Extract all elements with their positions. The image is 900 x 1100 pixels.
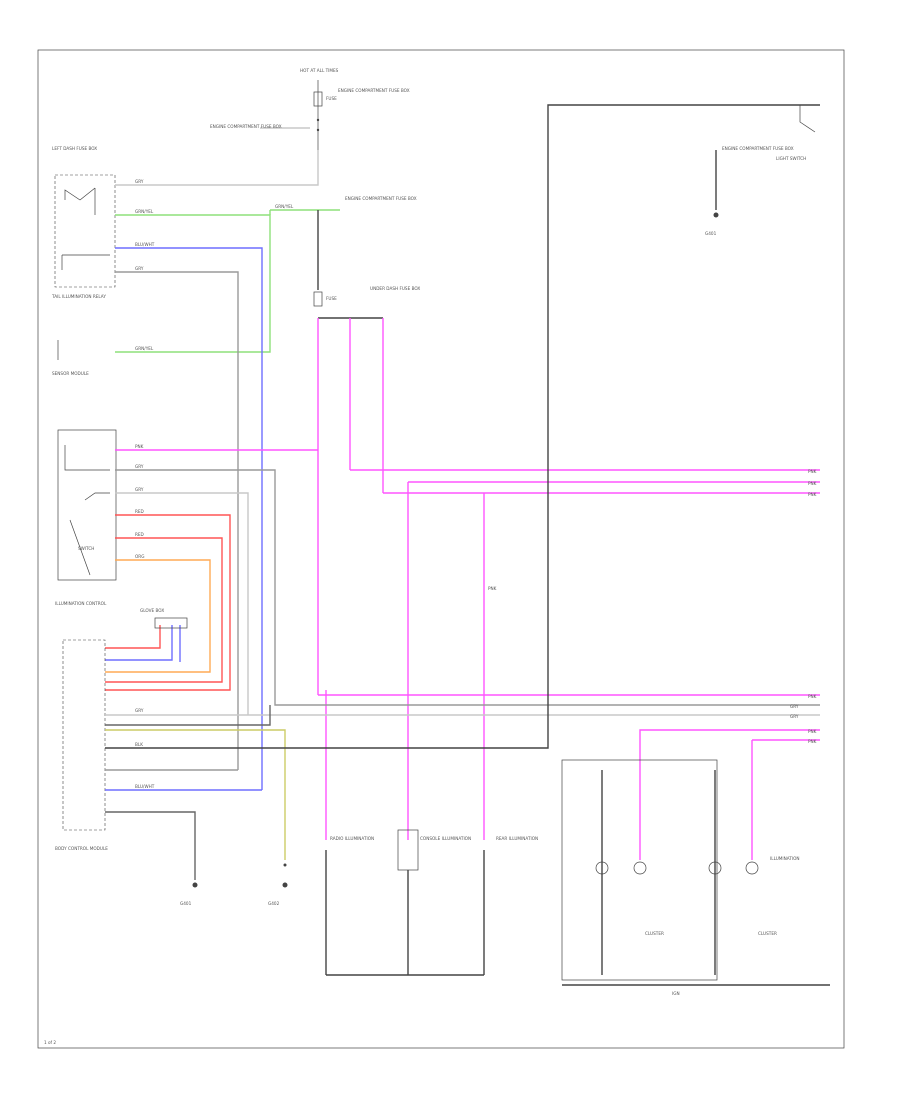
svg-text:BLU/WHT: BLU/WHT <box>135 784 155 789</box>
label-engine-fuse-box: ENGINE COMPARTMENT FUSE BOX <box>338 88 410 93</box>
top-fuse-block: HOT AT ALL TIMES FUSE ENGINE COMPARTMENT… <box>210 68 410 150</box>
right-connectors: PNK PNK PNK PNK GRY GRY PNK PNK <box>790 469 817 744</box>
lamp-radio: RADIO ILLUMINATION <box>325 836 374 975</box>
illumination-control-block: SWITCH ILLUMINATION CONTROL <box>55 429 117 606</box>
svg-text:ENGINE COMPARTMENT FUSE BOX: ENGINE COMPARTMENT FUSE BOX <box>210 124 282 129</box>
ground-left-2: G402 <box>268 863 288 906</box>
svg-text:ORG: ORG <box>135 554 144 559</box>
wire-pink-group: PNK PNK <box>115 318 820 860</box>
svg-text:GRN/YEL: GRN/YEL <box>275 204 294 209</box>
sheet-label: 1 of 2 <box>44 1040 56 1045</box>
label-switch: SWITCH <box>78 546 94 551</box>
svg-text:PNK: PNK <box>808 492 817 497</box>
wire-blue-group: BLU/WHT <box>115 242 263 790</box>
svg-text:GRY: GRY <box>135 266 144 271</box>
under-dash-fuse: ENGINE COMPARTMENT FUSE BOX FUSE UNDER D… <box>313 196 420 319</box>
svg-text:CLUSTER: CLUSTER <box>645 931 664 936</box>
svg-text:BLK: BLK <box>135 742 143 747</box>
svg-text:G402: G402 <box>268 901 280 906</box>
svg-text:BLU/WHT: BLU/WHT <box>135 242 155 247</box>
bcm-block: BODY CONTROL MODULE GRY BLK BLU/WHT <box>55 104 820 880</box>
svg-text:IGN: IGN <box>672 991 680 996</box>
svg-text:RADIO ILLUMINATION: RADIO ILLUMINATION <box>330 836 374 841</box>
svg-text:GRY: GRY <box>135 487 144 492</box>
svg-text:GRY: GRY <box>790 714 799 719</box>
svg-text:G401: G401 <box>705 231 717 236</box>
svg-text:GRY: GRY <box>135 708 144 713</box>
svg-text:CONSOLE ILLUMINATION: CONSOLE ILLUMINATION <box>420 836 471 841</box>
svg-text:GRY: GRY <box>135 179 144 184</box>
label-bcm: BODY CONTROL MODULE <box>55 846 108 851</box>
svg-text:PNK: PNK <box>135 444 144 449</box>
svg-text:ILLUMINATION: ILLUMINATION <box>770 856 800 861</box>
svg-text:FUSE: FUSE <box>326 296 337 301</box>
svg-text:CLUSTER: CLUSTER <box>758 931 777 936</box>
svg-text:G401: G401 <box>180 901 192 906</box>
small-connector: GLOVE BOX <box>105 608 188 662</box>
lamp-rear: REAR ILLUMINATION <box>483 836 538 975</box>
label-tail-relay: TAIL ILLUMINATION RELAY <box>51 294 106 299</box>
svg-text:PNK: PNK <box>808 739 817 744</box>
label-left-dash-fuse-box: LEFT DASH FUSE BOX <box>52 146 97 151</box>
diagram-frame <box>37 49 845 1049</box>
label-hot-at-all-times: HOT AT ALL TIMES <box>300 68 339 73</box>
svg-text:REAR ILLUMINATION: REAR ILLUMINATION <box>496 836 538 841</box>
svg-text:RED: RED <box>135 532 144 537</box>
svg-text:GLOVE BOX: GLOVE BOX <box>140 608 164 613</box>
light-switch-block: LIGHT SWITCH ENGINE COMPARTMENT FUSE BOX… <box>705 104 820 236</box>
label-under-dash-fuse: UNDER DASH FUSE BOX <box>370 286 420 291</box>
label-fuse-top: FUSE <box>326 96 337 101</box>
sensor-block: SENSOR MODULE <box>52 340 89 376</box>
svg-text:GRN/YEL: GRN/YEL <box>135 346 154 351</box>
svg-text:PNK: PNK <box>808 729 817 734</box>
svg-text:RED: RED <box>135 509 144 514</box>
right-cluster: CLUSTER CLUSTER ILLUMINATION IGN <box>561 759 830 996</box>
svg-text:PNK: PNK <box>488 586 497 591</box>
svg-text:PNK: PNK <box>808 694 817 699</box>
wire-switch-group: GRY GRY RED RED ORG <box>105 464 820 715</box>
svg-text:GRY: GRY <box>135 464 144 469</box>
lamp-console: CONSOLE ILLUMINATION <box>397 829 471 975</box>
svg-text:GRN/YEL: GRN/YEL <box>135 209 154 214</box>
svg-text:GRY: GRY <box>790 704 799 709</box>
svg-text:PNK: PNK <box>808 481 817 486</box>
tail-relay-block: LEFT DASH FUSE BOX TAIL ILLUMINATION REL… <box>51 146 116 299</box>
label-sensor-module: SENSOR MODULE <box>52 371 89 376</box>
label-light-switch: LIGHT SWITCH <box>776 156 806 161</box>
svg-text:PNK: PNK <box>808 469 817 474</box>
wire-green-group: GRN/YEL GRN/YEL GRN/YEL <box>115 204 340 353</box>
svg-text:ENGINE COMPARTMENT FUSE BOX: ENGINE COMPARTMENT FUSE BOX <box>722 146 794 151</box>
ground-left-1: G401 <box>180 882 198 906</box>
wire-gray-group: GRY GRY <box>115 150 319 770</box>
svg-text:ENGINE COMPARTMENT FUSE BOX: ENGINE COMPARTMENT FUSE BOX <box>345 196 417 201</box>
label-illumination-control: ILLUMINATION CONTROL <box>55 601 107 606</box>
